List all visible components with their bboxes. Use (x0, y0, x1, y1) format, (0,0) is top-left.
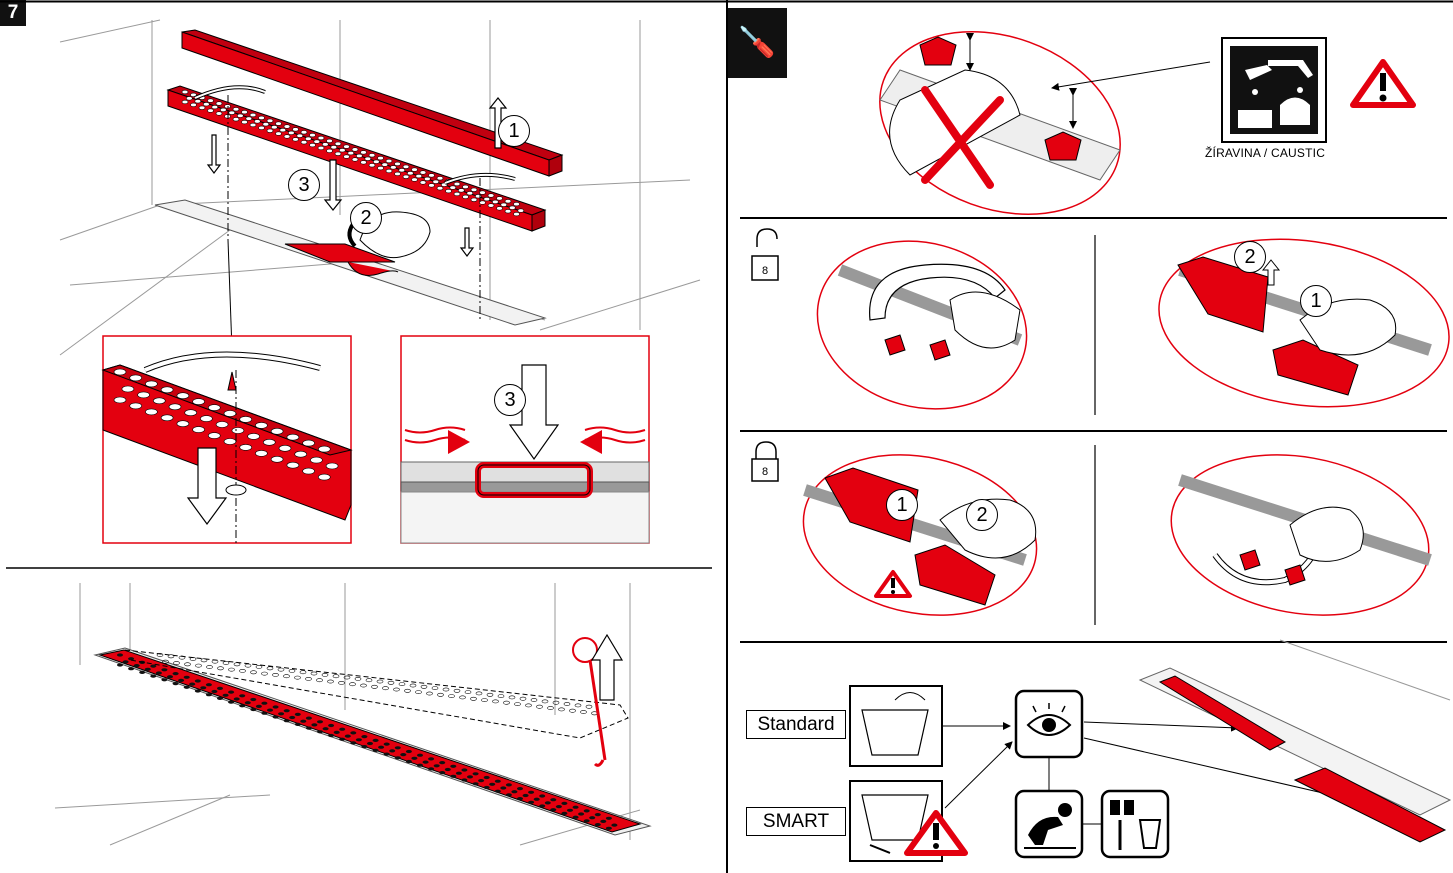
callout-2-lock: 2 (966, 499, 998, 531)
eye-icon (1014, 689, 1084, 759)
callout-1-lock: 1 (886, 489, 918, 521)
svg-text:8: 8 (762, 466, 768, 478)
callout-2-unlock: 2 (1234, 241, 1266, 273)
installed-grate (98, 649, 642, 833)
standard-label: Standard (746, 710, 846, 739)
gloves-bucket-icon (1100, 789, 1170, 859)
warning-triangle-icon (1350, 59, 1416, 108)
wall-tiles-top (59, 19, 701, 356)
padlock-closed-icon (751, 441, 779, 482)
padlock-open-icon (751, 228, 779, 281)
caustic-hazard-icon (1221, 37, 1327, 143)
svg-text:8: 8 (762, 265, 768, 277)
callout-1-unlock: 1 (1300, 285, 1332, 317)
callout-1: 1 (498, 115, 530, 147)
callout-2: 2 (350, 202, 382, 234)
cover-bar (181, 29, 564, 177)
callout-3: 3 (288, 169, 320, 201)
callout-3-inset: 3 (494, 384, 526, 416)
step-number: 7 (0, 0, 26, 26)
cleaning-person-icon (1014, 789, 1084, 859)
caustic-label: ŽÍRAVINA / CAUSTIC (1205, 146, 1326, 160)
smart-label: SMART (746, 807, 846, 836)
screwdriver-worker-icon: 🪛 (727, 8, 787, 78)
